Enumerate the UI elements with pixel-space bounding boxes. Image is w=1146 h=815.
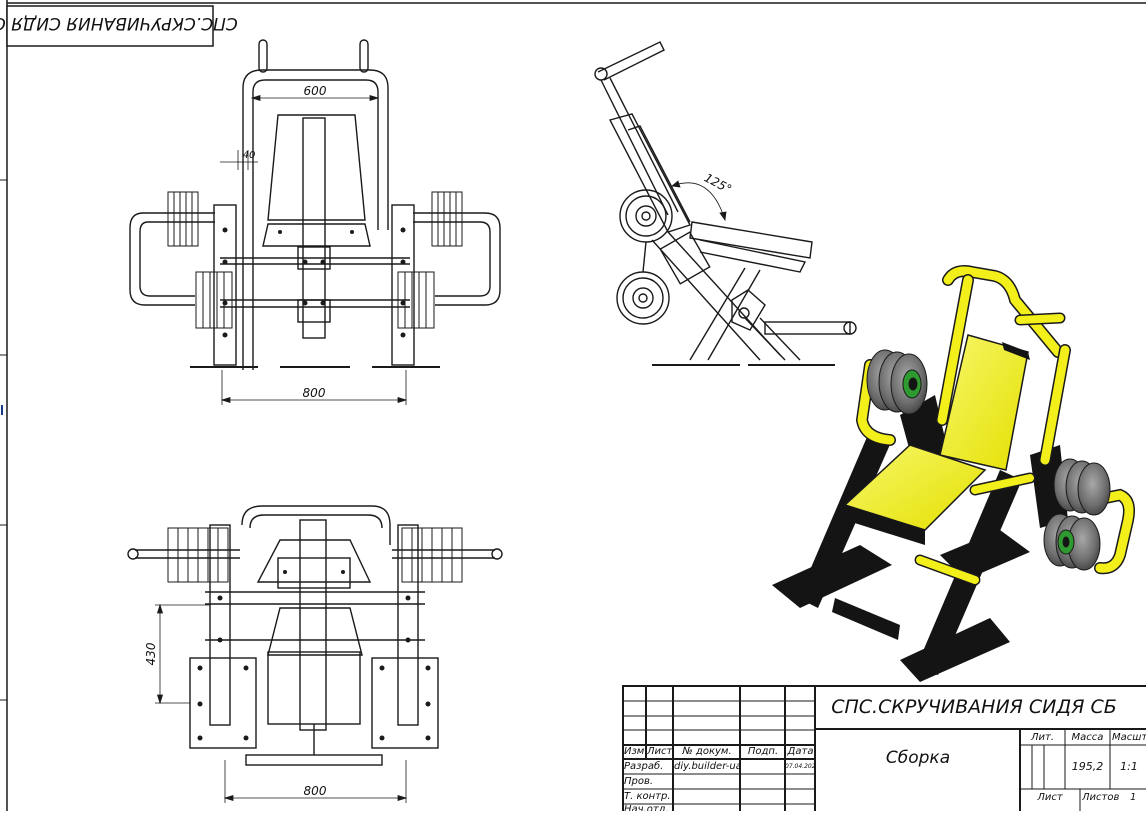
corner-stamp: СПС.СКРУЧИВАНИЯ СИДЯ СБ [0,5,238,47]
date: 07.04.2023 [785,763,816,770]
col-list: Лист [647,746,673,757]
author: diy.builder-ua [674,761,740,772]
col-doc: № докум. [682,746,732,757]
title-designation: СПС.СКРУЧИВАНИЯ СИДЯ СБ [831,696,1117,718]
row-nachotd: Нач.отд. [624,804,669,811]
corner-stamp-text: СПС.СКРУЧИВАНИЯ СИДЯ СБ [0,13,238,33]
col-sign: Подп. [747,746,779,757]
col-izm: Изм. [624,746,646,757]
top-view [127,505,503,766]
title-name: Сборка [885,748,951,768]
dim-top-view-width: 800 [304,784,327,798]
side-view-angle-dimension [671,180,727,222]
mass-value: 195,2 [1071,760,1104,773]
mass-label: Масса [1071,732,1104,743]
dim-front-base-width: 800 [303,386,326,400]
scale-label: Масштаб [1112,732,1146,743]
row-razrab: Разраб. [624,761,664,772]
scale-value: 1:1 [1120,760,1138,773]
side-view [594,41,857,366]
front-view-dimensions [220,94,408,405]
dim-top-view-depth: 430 [144,642,158,665]
lit-label: Лит. [1030,732,1055,743]
front-view [129,39,501,370]
top-view-dimensions [155,603,408,803]
dim-seat-angle: 125° [702,171,734,197]
sheets-label: Листов [1082,792,1120,803]
col-date: Дата [787,746,814,757]
isometric-view [772,265,1135,682]
dim-front-tube: 40 [243,150,256,161]
dim-front-top-width: 600 [304,84,327,98]
row-tkontr: Т. контр. [624,791,671,802]
title-block-grid [622,685,1146,815]
sheet-label: Лист [1037,792,1063,803]
sheets-value: 1 [1130,792,1137,803]
row-prov: Пров. [624,776,654,787]
